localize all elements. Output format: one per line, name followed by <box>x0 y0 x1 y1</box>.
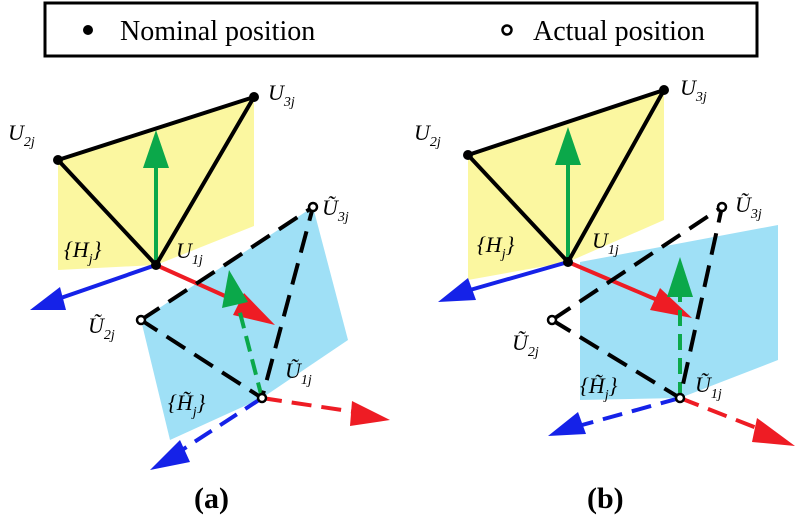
blue-arrowhead-icon <box>548 412 586 436</box>
legend-box <box>43 1 759 58</box>
label-u2: U2j <box>414 120 441 150</box>
blue-arrowhead-icon <box>438 278 476 302</box>
actual-red-axis <box>261 396 356 414</box>
nominal-position-icon <box>83 25 93 35</box>
label-u1-actual: Ũ1j <box>285 358 312 388</box>
green-arrowhead-icon <box>555 127 581 165</box>
label-u2: U2j <box>8 120 35 150</box>
label-u3: U3j <box>268 80 295 110</box>
green-arrowhead-icon <box>143 130 169 168</box>
panel-b: U2j U3j U1j {Hj} Ũ3j Ũ2j Ũ1j {H̃j} (b) <box>414 75 795 515</box>
actual-triangle <box>137 202 317 402</box>
green-arrowhead-icon <box>667 257 693 297</box>
actual-red-axis <box>679 396 763 432</box>
label-u1: U1j <box>176 238 203 268</box>
actual-triangle <box>548 202 726 402</box>
label-h-actual-frame: {H̃j} <box>580 373 618 403</box>
nominal-red-axis <box>567 260 663 304</box>
actual-blue-axis <box>180 396 264 452</box>
u2-actual-point <box>546 314 558 326</box>
label-h-frame: {Hj} <box>477 232 515 262</box>
blue-arrowhead-icon <box>30 287 66 310</box>
label-u3-actual: Ũ3j <box>322 195 349 225</box>
nominal-triangle <box>466 88 666 264</box>
caption-a: (a) <box>194 482 229 515</box>
red-arrowhead-icon <box>350 401 390 426</box>
nominal-triangle <box>56 95 256 267</box>
actual-blue-axis <box>581 396 681 427</box>
legend: Nominal position Actual position <box>43 1 759 58</box>
green-arrowhead-icon <box>222 270 248 308</box>
label-h-frame: {Hj} <box>64 237 102 267</box>
label-u2-actual: Ũ2j <box>88 313 115 343</box>
u2-nominal-point <box>53 155 63 165</box>
nominal-blue-axis <box>469 260 569 292</box>
label-h-actual-frame: {H̃j} <box>168 390 206 420</box>
u3-nominal-point <box>659 85 669 95</box>
u3-nominal-point <box>249 92 259 102</box>
u1-nominal-point <box>151 260 161 270</box>
nominal-blue-axis <box>54 263 157 302</box>
label-u1: U1j <box>592 228 619 258</box>
u3-actual-point <box>307 201 319 213</box>
actual-position-icon <box>501 24 513 36</box>
label-u3: U3j <box>680 75 707 105</box>
legend-actual-label: Actual position <box>533 16 705 47</box>
u1-actual-point <box>674 392 686 404</box>
label-u1-actual: Ũ1j <box>695 372 722 402</box>
blue-arrowhead-icon <box>150 440 190 470</box>
actual-green-axis <box>236 304 264 399</box>
label-u2-actual: Ũ2j <box>512 330 539 360</box>
legend-nominal-label: Nominal position <box>120 16 315 47</box>
u3-actual-point <box>716 201 728 213</box>
red-arrowhead-icon <box>752 418 795 446</box>
u2-actual-point <box>135 314 147 326</box>
u2-nominal-point <box>463 150 473 160</box>
u1-nominal-point <box>563 257 573 267</box>
label-u3-actual: Ũ3j <box>735 192 762 222</box>
caption-b: (b) <box>587 482 624 515</box>
u1-actual-point <box>256 392 268 404</box>
panel-a: U2j U3j U1j {Hj} Ũ3j Ũ2j Ũ1j {H̃j} (a) <box>8 80 390 515</box>
